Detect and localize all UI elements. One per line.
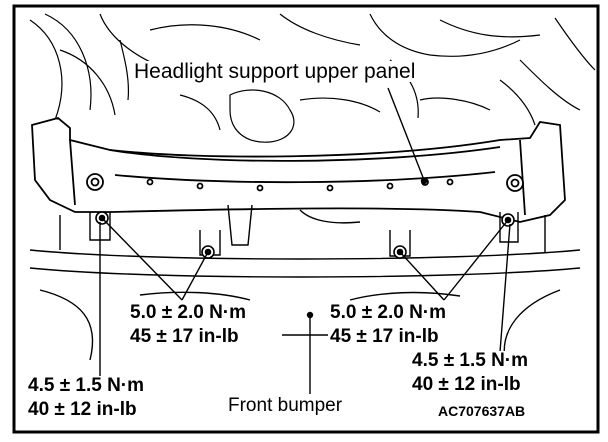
torque-outer-right-inlb: 40 ± 12 in-lb bbox=[410, 374, 523, 395]
leader-outer-right bbox=[499, 223, 511, 353]
leader-panel bbox=[387, 87, 425, 181]
torque-center-left-nm: 5.0 ± 2.0 N·m bbox=[128, 302, 249, 323]
upper-panel bbox=[31, 117, 566, 223]
leader-center-right-b bbox=[443, 219, 509, 301]
torque-outer-right-nm: 4.5 ± 1.5 N·m bbox=[410, 350, 531, 371]
torque-center-right-nm: 5.0 ± 2.0 N·m bbox=[328, 302, 449, 323]
leader-center-left-b bbox=[181, 251, 209, 301]
torque-outer-left-inlb: 40 ± 12 in-lb bbox=[26, 399, 139, 420]
torque-center-left-inlb: 45 ± 17 in-lb bbox=[128, 326, 241, 347]
leader-lines bbox=[99, 87, 511, 394]
leader-center-right-a bbox=[399, 251, 445, 301]
engine-bay-background bbox=[29, 13, 596, 143]
label-headlight-support-upper-panel: Headlight support upper panel bbox=[131, 61, 419, 82]
torque-outer-left-nm: 4.5 ± 1.5 N·m bbox=[26, 375, 147, 396]
figure-code: AC707637AB bbox=[436, 403, 528, 419]
leader-center-left-a bbox=[101, 217, 183, 301]
torque-center-right-inlb: 45 ± 17 in-lb bbox=[328, 326, 441, 347]
label-front-bumper: Front bumper bbox=[226, 395, 345, 416]
